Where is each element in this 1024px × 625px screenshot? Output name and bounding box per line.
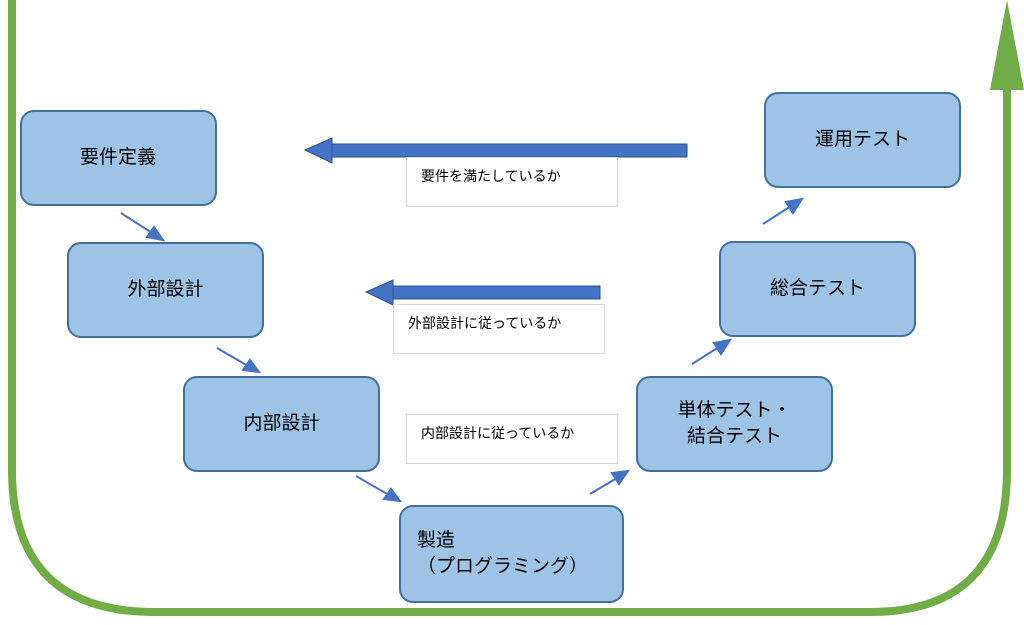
connector-arrow-6 — [762, 205, 792, 225]
box-operation-test: 運用テスト — [764, 92, 961, 188]
connector-arrow-4-head — [610, 469, 631, 486]
connector-arrow-2 — [216, 347, 249, 367]
verify-arrow-external-shaft — [391, 285, 601, 300]
verify-arrow-requirements-shaft — [329, 143, 688, 158]
connector-arrow-5-head — [712, 338, 733, 356]
verify-arrow-external-head — [364, 279, 394, 306]
box-system-test: 総合テスト — [719, 241, 916, 337]
box-requirements-definition: 要件定義 — [20, 110, 217, 206]
connector-arrow-1-head — [145, 225, 166, 242]
connector-arrow-2-head — [241, 358, 262, 374]
label-follows-internal-design: 内部設計に従っているか — [406, 414, 618, 464]
label-meets-requirements: 要件を満たしているか — [406, 157, 618, 207]
connector-arrow-4 — [589, 477, 618, 495]
connector-arrow-3-head — [382, 487, 403, 503]
box-internal-design: 内部設計 — [183, 376, 380, 472]
box-external-design: 外部設計 — [67, 242, 264, 338]
u-flow-arrow — [8, 0, 1011, 616]
connector-arrow-5 — [691, 346, 720, 365]
connector-arrow-3 — [355, 475, 390, 496]
label-follows-external-design: 外部設計に従っているか — [393, 304, 605, 354]
box-manufacturing: 製造 （プログラミング） — [399, 505, 624, 603]
connector-arrow-6-head — [784, 197, 805, 215]
u-flow-arrow-head — [990, 0, 1024, 90]
connector-arrow-1 — [120, 212, 153, 234]
verify-arrow-requirements-head — [303, 137, 333, 164]
box-unit-integration-test: 単体テスト・ 結合テスト — [636, 376, 833, 472]
